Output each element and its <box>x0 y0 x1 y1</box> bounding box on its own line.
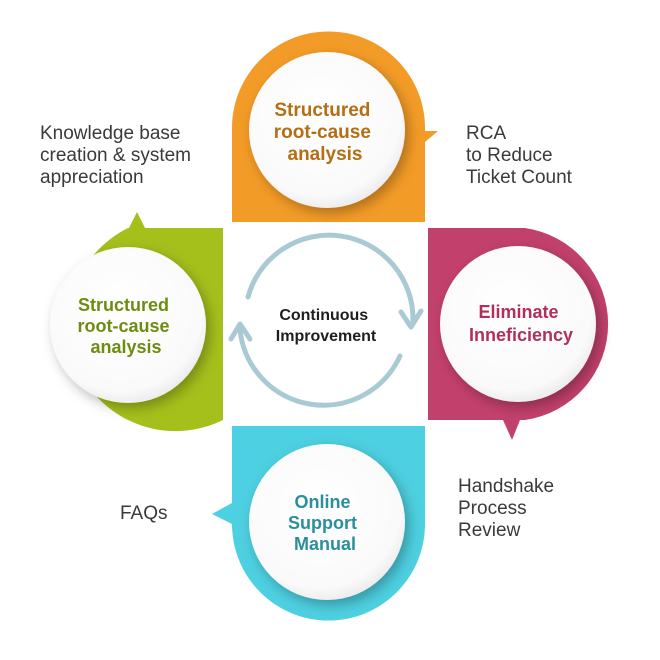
center-label-line-2: Improvement <box>276 328 377 345</box>
bottom-side-text-line-1: FAQs <box>120 503 168 524</box>
node-top: Structured root-cause analysis <box>231 31 438 222</box>
node-bottom-label-line-3: Manual <box>294 534 356 554</box>
top-side-text: RCA to Reduce Ticket Count <box>466 123 573 188</box>
node-right-label: Eliminate Inneficiency <box>469 302 573 345</box>
center-cycle: Continuous Improvement <box>228 232 424 408</box>
right-side-text: Handshake Process Review <box>458 476 559 541</box>
node-right-disc <box>440 246 596 402</box>
node-left-label-line-2: root-cause <box>77 316 169 336</box>
left-side-text-line-1: Knowledge base <box>40 123 181 144</box>
node-bottom-label-line-2: Support <box>288 513 357 533</box>
node-left: Structured root-cause analysis <box>50 212 223 432</box>
right-side-text-line-2: Process <box>458 498 527 519</box>
center-label: Continuous Improvement <box>276 307 377 345</box>
cycle-arrow-lower <box>237 327 403 408</box>
node-right-label-line-2: Inneficiency <box>469 325 573 345</box>
node-bottom-label: Online Support Manual <box>288 492 362 554</box>
node-bottom-disc <box>249 444 405 600</box>
node-right: Eliminate Inneficiency <box>428 228 609 440</box>
node-top-label-line-3: analysis <box>288 144 363 165</box>
left-side-text-line-2: creation & system <box>40 145 191 166</box>
cycle-arrow-lower-head <box>228 321 253 342</box>
node-top-label-line-2: root-cause <box>274 122 371 143</box>
bottom-side-text: FAQs <box>120 503 168 524</box>
node-left-label: Structured root-cause analysis <box>77 295 174 357</box>
right-side-text-line-3: Review <box>458 520 521 541</box>
top-side-text-line-1: RCA <box>466 123 506 144</box>
node-top-label: Structured root-cause analysis <box>274 100 376 165</box>
right-side-text-line-1: Handshake <box>458 476 554 497</box>
cycle-arrow-upper <box>245 232 416 324</box>
left-side-text-line-3: appreciation <box>40 167 144 188</box>
node-top-disc <box>249 52 405 208</box>
node-bottom: Online Support Manual <box>212 426 425 621</box>
node-right-label-line-1: Eliminate <box>478 302 558 322</box>
node-bottom-label-line-1: Online <box>294 492 350 512</box>
center-label-line-1: Continuous <box>279 307 368 324</box>
cycle-arrow-upper-head <box>398 308 424 330</box>
node-left-label-line-1: Structured <box>78 295 169 315</box>
node-top-label-line-1: Structured <box>274 100 370 121</box>
top-side-text-line-2: to Reduce <box>466 145 553 166</box>
top-side-text-line-3: Ticket Count <box>466 167 573 188</box>
node-left-disc <box>50 247 206 403</box>
left-side-text: Knowledge base creation & system appreci… <box>40 123 196 188</box>
node-left-label-line-3: analysis <box>90 337 161 357</box>
